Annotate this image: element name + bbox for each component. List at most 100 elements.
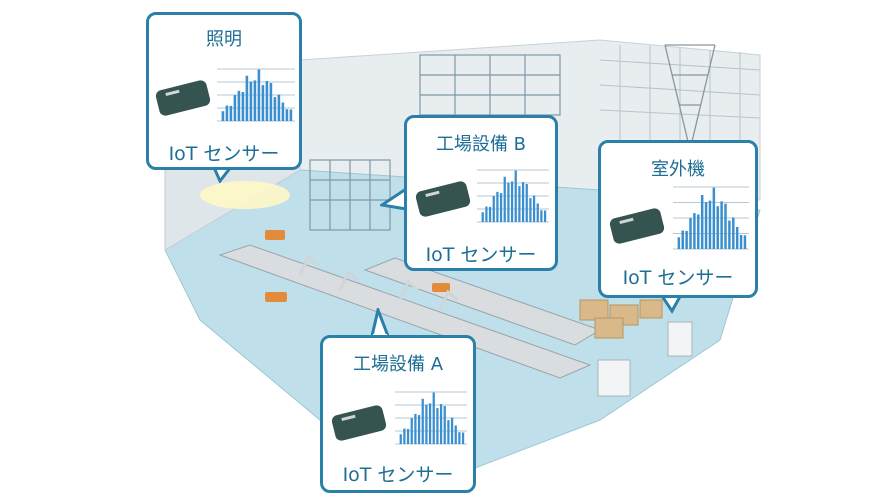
icon-bar [414, 413, 417, 444]
icon-bar [432, 392, 435, 444]
icon-bar [503, 176, 506, 222]
icon-bar [521, 182, 525, 222]
icon-bar [724, 203, 727, 249]
icon-bar [536, 203, 539, 222]
icon-bar [410, 418, 413, 444]
icon-bar [743, 235, 747, 249]
agv-carts [265, 230, 450, 302]
outdoor-units [597, 321, 693, 397]
icon-bar [249, 81, 253, 121]
icon-bar [732, 217, 735, 249]
icon-bar [406, 428, 410, 444]
callout-title: 工場設備 A [352, 354, 444, 375]
icon-bar [237, 90, 241, 121]
callout-outdoor-unit: 室外機 IoT センサー [598, 140, 758, 298]
icon-bar [458, 432, 461, 444]
robot-arms [298, 254, 459, 311]
icon-bar [525, 183, 528, 222]
icon-bar [540, 210, 543, 222]
waveform-bar-chart-icon [477, 169, 549, 223]
waveform-bar-chart-icon [217, 68, 295, 122]
icon-bar [728, 220, 731, 249]
icon-bar [712, 187, 716, 249]
iot-sensor-device-icon [609, 208, 665, 244]
icon-bar [716, 206, 719, 249]
icon-bar [450, 417, 454, 444]
icon-bar [261, 85, 265, 121]
icon-bar [425, 404, 428, 444]
cardboard-boxes [579, 299, 663, 339]
icon-bar [693, 213, 696, 249]
icon-bar [399, 434, 402, 444]
callout-graphics [415, 169, 549, 223]
iot-sensor-label: IoT センサー [425, 244, 537, 266]
iot-sensor-label: IoT センサー [622, 267, 734, 289]
callout-graphics [331, 391, 467, 445]
icon-bar [518, 186, 521, 222]
icon-bar [289, 109, 293, 121]
callout-equipment-a: 工場設備 A IoT センサー [320, 335, 476, 493]
waveform-bar-chart-icon [395, 391, 467, 445]
icon-bar [241, 92, 245, 121]
icon-bar [281, 102, 285, 121]
icon-bar [697, 214, 700, 249]
icon-bar [245, 75, 249, 121]
icon-bar [439, 404, 443, 444]
icon-bar [265, 81, 269, 121]
iot-sensor-device-icon [331, 405, 387, 441]
icon-bar [269, 82, 273, 121]
icon-bar [436, 408, 439, 444]
icon-bar [454, 425, 457, 444]
icon-bar [488, 206, 492, 222]
icon-bar [704, 202, 708, 249]
icon-bar [700, 195, 704, 249]
iot-sensor-device-icon [155, 80, 211, 116]
icon-bar [685, 231, 688, 249]
icon-bar [421, 398, 424, 444]
icon-bar [447, 420, 450, 444]
icon-bar [510, 181, 514, 222]
callout-lighting: 照明 IoT センサー [146, 12, 302, 170]
callout-title: 室外機 [651, 159, 705, 180]
icon-bar [461, 432, 465, 444]
icon-bar [253, 80, 257, 121]
icon-bar [499, 193, 503, 222]
icon-bar [417, 415, 421, 444]
icon-bar [285, 109, 289, 121]
light-glow [200, 181, 290, 209]
icon-bar [221, 111, 225, 121]
icon-bar [492, 196, 495, 222]
iot-sensor-device-icon [415, 181, 471, 217]
icon-bar [677, 237, 681, 249]
callout-equipment-b: 工場設備 B IoT センサー [404, 115, 558, 271]
icon-bar [496, 191, 499, 222]
icon-bar [233, 95, 237, 121]
icon-bar [257, 69, 261, 121]
callout-graphics [155, 68, 295, 122]
callout-graphics [609, 186, 749, 250]
icon-bar [681, 230, 684, 249]
icon-bar [739, 234, 743, 249]
callout-title: 工場設備 B [435, 134, 527, 155]
icon-bar [481, 212, 484, 222]
callout-tail-equipment-a [370, 308, 391, 338]
icon-bar [277, 94, 281, 121]
icon-bar [229, 105, 233, 121]
callout-title: 照明 [206, 29, 242, 50]
icon-bar [507, 182, 510, 222]
iot-sensor-label: IoT センサー [342, 464, 454, 486]
icon-bar [225, 105, 229, 121]
icon-bar [428, 403, 432, 444]
icon-bar [403, 428, 406, 444]
icon-bar [543, 210, 547, 222]
icon-bar [532, 195, 536, 222]
icon-bar [273, 97, 277, 121]
power-structure [664, 44, 716, 151]
waveform-bar-chart-icon [673, 186, 749, 250]
icon-bar [735, 226, 739, 249]
iot-sensor-label: IoT センサー [168, 143, 280, 165]
icon-bar [485, 206, 488, 222]
icon-bar [529, 198, 532, 222]
icon-bar [720, 201, 723, 249]
icon-bar [708, 200, 712, 249]
